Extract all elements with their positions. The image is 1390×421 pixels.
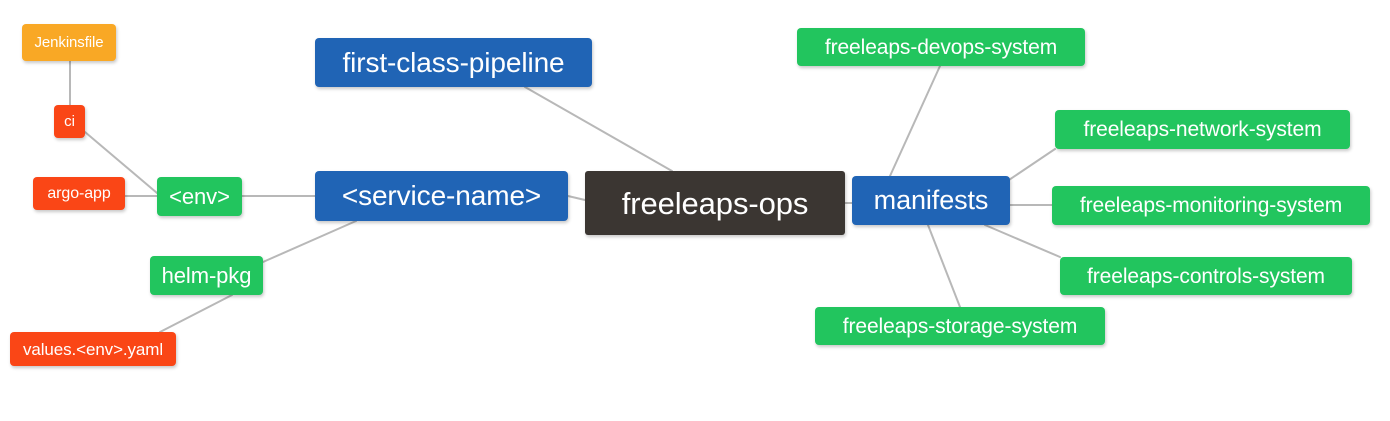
node-storage[interactable]: freeleaps-storage-system [815,307,1105,345]
node-label: <service-name> [341,180,542,211]
node-jenkinsfile[interactable]: Jenkinsfile [22,24,116,61]
node-pipeline[interactable]: first-class-pipeline [315,38,592,87]
node-argo-app[interactable]: argo-app [33,177,125,210]
node-label: freeleaps-controls-system [1087,264,1325,288]
node-env[interactable]: <env> [157,177,242,216]
node-label: first-class-pipeline [342,46,565,78]
node-label: helm-pkg [161,262,252,288]
edge-helm-pkg-to-service-name [262,220,357,263]
node-label: freeleaps-devops-system [824,35,1058,59]
node-network[interactable]: freeleaps-network-system [1055,110,1350,149]
node-devops[interactable]: freeleaps-devops-system [797,28,1085,66]
node-label: ci [64,113,75,130]
node-label: manifests [873,185,989,215]
edge-devops-to-manifests [889,65,941,177]
edge-values-yaml-to-helm-pkg [159,294,233,333]
node-service-name[interactable]: <service-name> [315,171,568,221]
node-label: freeleaps-storage-system [842,314,1078,338]
edge-pipeline-to-freeleaps-ops [524,86,673,172]
node-manifests[interactable]: manifests [852,176,1010,225]
node-ci[interactable]: ci [54,105,85,138]
node-label: Jenkinsfile [34,34,104,51]
edge-service-name-to-freeleaps-ops [567,195,586,201]
node-label: values.<env>.yaml [22,339,164,359]
node-freeleaps-ops[interactable]: freeleaps-ops [585,171,845,235]
edge-storage-to-manifests [927,224,961,308]
edge-controls-to-manifests [984,224,1061,258]
node-controls[interactable]: freeleaps-controls-system [1060,257,1352,295]
node-label: freeleaps-monitoring-system [1079,194,1343,217]
node-label: argo-app [47,184,111,202]
node-label: freeleaps-network-system [1083,118,1322,141]
node-values-yaml[interactable]: values.<env>.yaml [10,332,176,366]
node-helm-pkg[interactable]: helm-pkg [150,256,263,295]
node-label: freeleaps-ops [621,185,809,221]
node-label: <env> [169,183,230,209]
node-monitoring[interactable]: freeleaps-monitoring-system [1052,186,1370,225]
